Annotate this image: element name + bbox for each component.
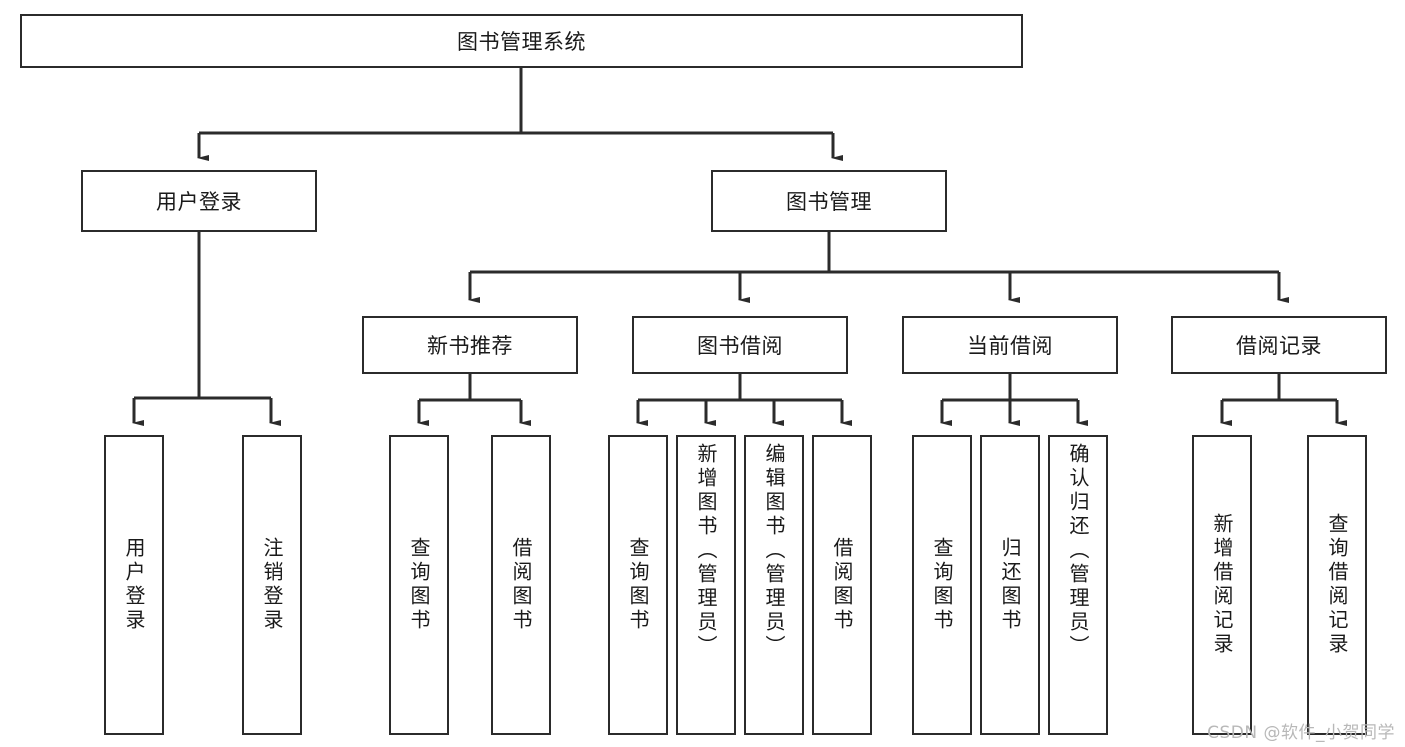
node-label: 新增图书（管理员） xyxy=(694,443,718,659)
node-label: 编辑图书（管理员） xyxy=(762,443,786,659)
node-new-book-recommend[interactable]: 新书推荐 xyxy=(362,316,578,374)
node-label: 新增借阅记录 xyxy=(1210,513,1234,657)
leaf-query-borrow-record[interactable]: 查询借阅记录 xyxy=(1307,435,1367,735)
leaf-query-book-recommend[interactable]: 查询图书 xyxy=(389,435,449,735)
node-label: 图书管理系统 xyxy=(457,30,586,54)
node-label: 用户登录 xyxy=(156,190,242,214)
node-label: 新书推荐 xyxy=(427,334,513,358)
node-user-login[interactable]: 用户登录 xyxy=(81,170,317,232)
node-label: 查询借阅记录 xyxy=(1325,513,1349,657)
leaf-edit-book-admin[interactable]: 编辑图书（管理员） xyxy=(744,435,804,735)
node-label: 图书借阅 xyxy=(697,334,783,358)
node-label: 当前借阅 xyxy=(967,334,1053,358)
node-current-borrow[interactable]: 当前借阅 xyxy=(902,316,1118,374)
node-label: 确认归还（管理员） xyxy=(1066,443,1090,659)
node-label: 借阅图书 xyxy=(509,537,533,633)
watermark: CSDN @软件_小贺同学 xyxy=(1207,723,1395,743)
node-label: 查询图书 xyxy=(407,537,431,633)
node-label: 注销登录 xyxy=(260,537,284,633)
node-root-book-management-system[interactable]: 图书管理系统 xyxy=(20,14,1023,68)
leaf-query-book-borrow[interactable]: 查询图书 xyxy=(608,435,668,735)
leaf-add-borrow-record[interactable]: 新增借阅记录 xyxy=(1192,435,1252,735)
node-label: 图书管理 xyxy=(786,190,872,214)
node-book-management[interactable]: 图书管理 xyxy=(711,170,947,232)
node-label: 查询图书 xyxy=(626,537,650,633)
node-book-borrow[interactable]: 图书借阅 xyxy=(632,316,848,374)
leaf-query-book-current[interactable]: 查询图书 xyxy=(912,435,972,735)
leaf-borrow-book[interactable]: 借阅图书 xyxy=(812,435,872,735)
leaf-return-book[interactable]: 归还图书 xyxy=(980,435,1040,735)
leaf-logout[interactable]: 注销登录 xyxy=(242,435,302,735)
node-label: 借阅图书 xyxy=(830,537,854,633)
node-borrow-record[interactable]: 借阅记录 xyxy=(1171,316,1387,374)
node-label: 查询图书 xyxy=(930,537,954,633)
leaf-confirm-return-admin[interactable]: 确认归还（管理员） xyxy=(1048,435,1108,735)
node-label: 归还图书 xyxy=(998,537,1022,633)
leaf-add-book-admin[interactable]: 新增图书（管理员） xyxy=(676,435,736,735)
leaf-user-login[interactable]: 用户登录 xyxy=(104,435,164,735)
node-label: 用户登录 xyxy=(122,537,146,633)
node-label: 借阅记录 xyxy=(1236,334,1322,358)
leaf-borrow-book-recommend[interactable]: 借阅图书 xyxy=(491,435,551,735)
